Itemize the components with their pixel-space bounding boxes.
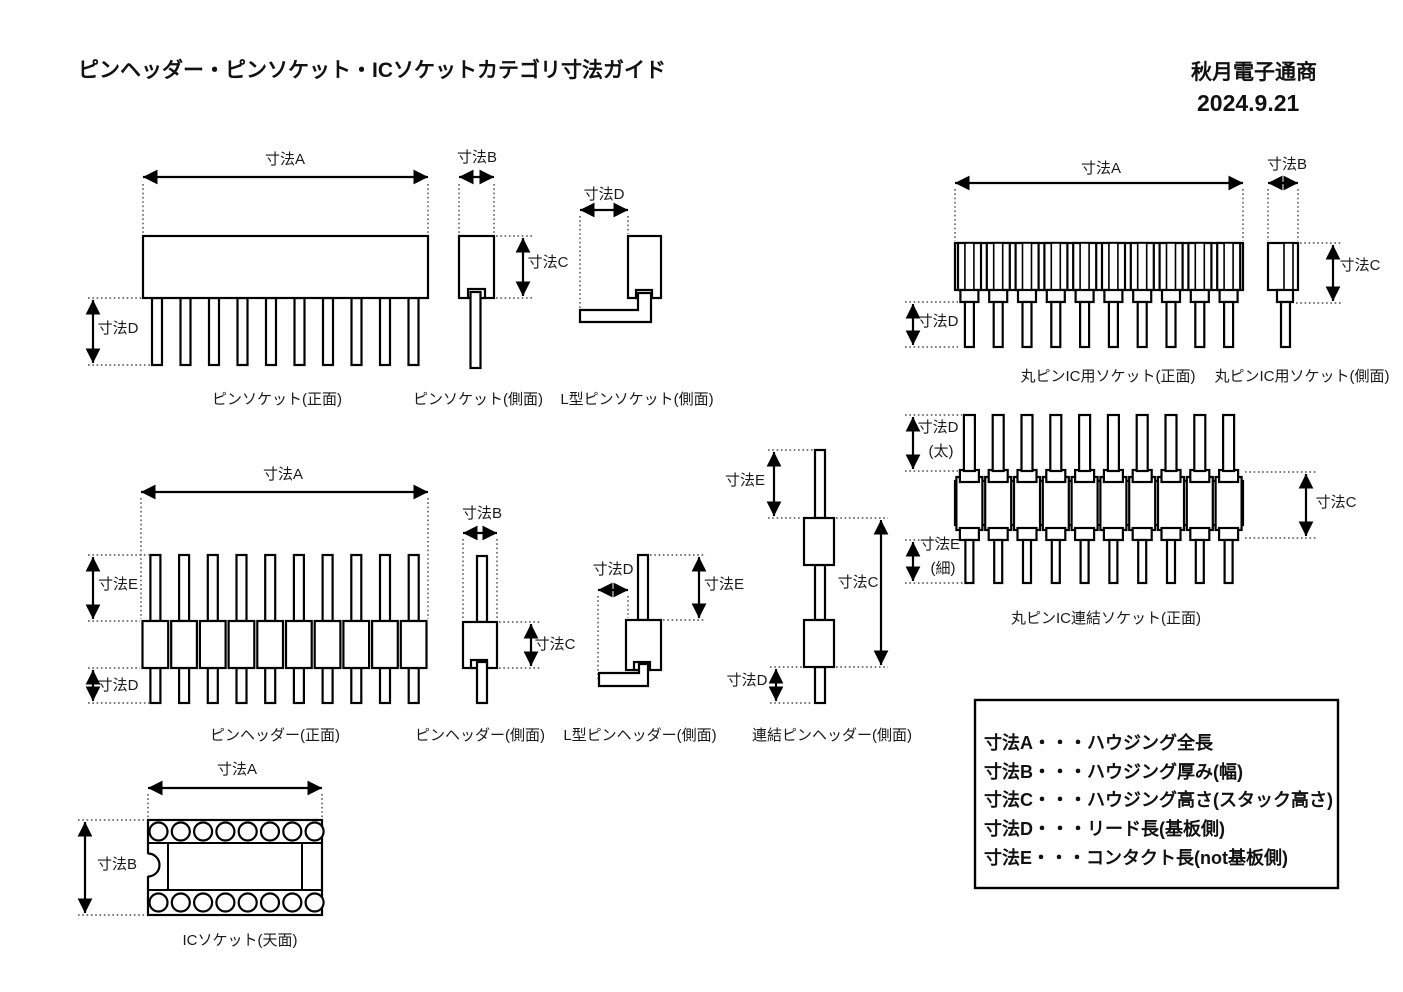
l-pin-header-dim-e: 寸法E	[703, 576, 745, 593]
round-pin-ic-socket-side-diagram	[1266, 175, 1342, 349]
pin-header-side-dim-c: 寸法C	[534, 636, 576, 653]
pin-header-front-dim-a: 寸法A	[262, 466, 304, 483]
company-name: 秋月電子通商	[1191, 61, 1317, 84]
round-ic-socket-side-dim-b: 寸法B	[1266, 156, 1308, 173]
l-pin-header-side-diagram	[597, 553, 707, 688]
round-ic-socket-side-dim-c: 寸法C	[1339, 257, 1381, 274]
stack-header-dim-d: 寸法D	[726, 672, 768, 689]
page-title: ピンヘッダー・ピンソケット・ICソケットカテゴリ寸法ガイド	[78, 59, 666, 82]
stack-socket-dim-e: 寸法E	[919, 536, 961, 553]
l-pin-socket-dim-d: 寸法D	[583, 186, 625, 203]
pin-header-front-diagram	[85, 484, 429, 705]
ic-socket-top-diagram	[77, 780, 325, 917]
caption-pin-socket-front: ピンソケット(正面)	[212, 391, 342, 408]
pin-socket-side-diagram	[457, 169, 533, 370]
date: 2024.9.21	[1197, 90, 1300, 116]
legend-item-d: 寸法D・・・リード長(基板側)	[984, 819, 1225, 839]
caption-round-ic-stack-socket: 丸ピンIC連結ソケット(正面)	[1011, 610, 1201, 627]
pin-socket-front-dim-d: 寸法D	[97, 320, 139, 337]
caption-pin-socket-side: ピンソケット(側面)	[413, 391, 543, 408]
l-pin-socket-side-diagram	[578, 202, 663, 324]
legend-box	[973, 698, 1340, 890]
stack-socket-dim-c: 寸法C	[1315, 494, 1357, 511]
stack-socket-dim-e-thin: (細)	[930, 560, 956, 577]
l-pin-header-dim-d: 寸法D	[592, 561, 634, 578]
caption-stack-pin-header-side: 連結ピンヘッダー(側面)	[752, 727, 912, 744]
legend-item-e: 寸法E・・・コンタクト長(not基板側)	[984, 848, 1288, 868]
pin-header-side-dim-b: 寸法B	[461, 505, 503, 522]
pin-socket-side-dim-c: 寸法C	[527, 254, 569, 271]
pin-socket-side-dim-b: 寸法B	[456, 149, 498, 166]
caption-round-ic-socket-side: 丸ピンIC用ソケット(側面)	[1214, 368, 1390, 385]
round-ic-socket-front-dim-d: 寸法D	[917, 313, 959, 330]
caption-ic-socket-top: ICソケット(天面)	[182, 932, 298, 949]
stack-socket-dim-d-thick: (太)	[928, 443, 954, 460]
round-pin-ic-stack-socket-front-diagram	[905, 413, 1316, 585]
pin-header-front-dim-d: 寸法D	[97, 677, 139, 694]
stack-pin-header-side-diagram	[766, 448, 889, 705]
pin-socket-front-dim-a: 寸法A	[264, 151, 306, 168]
caption-l-pin-header-side: L型ピンヘッダー(側面)	[563, 727, 717, 744]
caption-round-ic-socket-front: 丸ピンIC用ソケット(正面)	[1020, 368, 1196, 385]
legend-item-c: 寸法C・・・ハウジング高さ(スタック高さ)	[984, 790, 1333, 810]
legend-item-b: 寸法B・・・ハウジング厚み(幅)	[984, 762, 1243, 782]
ic-socket-top-dim-b: 寸法B	[96, 856, 138, 873]
round-pin-ic-socket-front-diagram	[905, 175, 1245, 349]
caption-pin-header-side: ピンヘッダー(側面)	[415, 727, 545, 744]
pin-socket-front-diagram	[85, 169, 430, 367]
legend-item-a: 寸法A・・・ハウジング全長	[984, 733, 1213, 753]
pin-header-front-dim-e: 寸法E	[97, 576, 139, 593]
stack-header-dim-c: 寸法C	[837, 574, 879, 591]
caption-l-pin-socket-side: L型ピンソケット(側面)	[560, 391, 714, 408]
stack-header-dim-e: 寸法E	[724, 472, 766, 489]
ic-socket-top-dim-a: 寸法A	[216, 761, 258, 778]
round-ic-socket-front-dim-a: 寸法A	[1080, 160, 1122, 177]
stack-socket-dim-d: 寸法D	[917, 419, 959, 436]
caption-pin-header-front: ピンヘッダー(正面)	[210, 727, 340, 744]
pin-header-side-diagram	[461, 525, 541, 705]
